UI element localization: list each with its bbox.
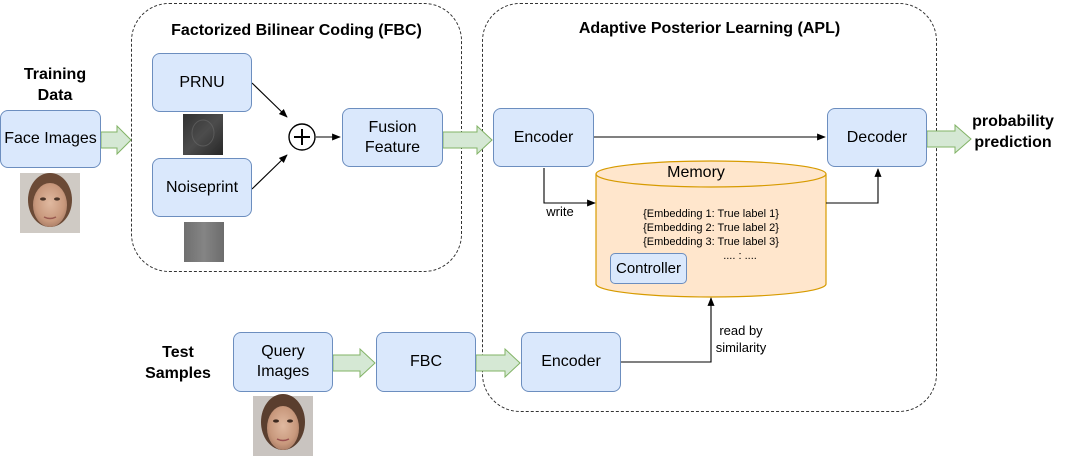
flow-arrow-fbc-to-encoder: [475, 347, 521, 379]
flow-arrow-face-to-fbc: [100, 124, 132, 156]
test-samples-label: Test Samples: [145, 344, 211, 382]
apl-group-title: Adaptive Posterior Learning (APL): [578, 20, 841, 37]
prnu-noise-thumbnail: [183, 114, 223, 155]
prnu-box: PRNU: [152, 53, 252, 112]
arrow-encoder-write-memory: [543, 168, 596, 207]
training-face-photo: [20, 173, 80, 233]
flow-arrow-decoder-to-output: [926, 123, 972, 155]
flow-arrow-query-to-fbc: [332, 347, 376, 379]
query-face-photo: [253, 394, 313, 456]
arrow-prnu-to-sum: [251, 82, 288, 118]
fusion-feature-box: Fusion Feature: [342, 108, 443, 167]
face-images-box: Face Images: [0, 110, 101, 168]
read-by-similarity-label: read by similarity: [715, 323, 767, 355]
memory-entry: .... : ....: [723, 250, 757, 262]
decoder-box: Decoder: [827, 108, 927, 167]
controller-box: Controller: [610, 253, 687, 284]
memory-entries: {Embedding 1: True label 1} {Embedding 2…: [606, 207, 816, 263]
query-images-box: Query Images: [233, 332, 333, 392]
arrow-memory-to-decoder: [826, 168, 882, 204]
memory-entry: {Embedding 3: True label 3}: [643, 236, 779, 248]
flow-arrow-fusion-to-encoder: [442, 124, 493, 156]
write-label: write: [546, 204, 574, 219]
noiseprint-box: Noiseprint: [152, 158, 252, 217]
fbc-group-title: Factorized Bilinear Coding (FBC): [171, 22, 422, 39]
probability-prediction-label: probability prediction: [972, 113, 1054, 151]
circled-plus-icon: [288, 123, 316, 151]
memory-entry: {Embedding 2: True label 2}: [643, 222, 779, 234]
arrow-encoder-read-memory: [621, 297, 715, 363]
noiseprint-noise-thumbnail: [184, 222, 224, 262]
fbc-box: FBC: [376, 332, 476, 392]
encoder-top-box: Encoder: [493, 108, 594, 167]
apl-group: [482, 3, 937, 412]
training-data-label: Training Data: [23, 66, 87, 104]
encoder-bottom-box: Encoder: [521, 332, 621, 392]
arrow-noiseprint-to-sum: [251, 154, 288, 190]
memory-title: Memory: [667, 164, 725, 181]
memory-entry: {Embedding 1: True label 1}: [643, 208, 779, 220]
